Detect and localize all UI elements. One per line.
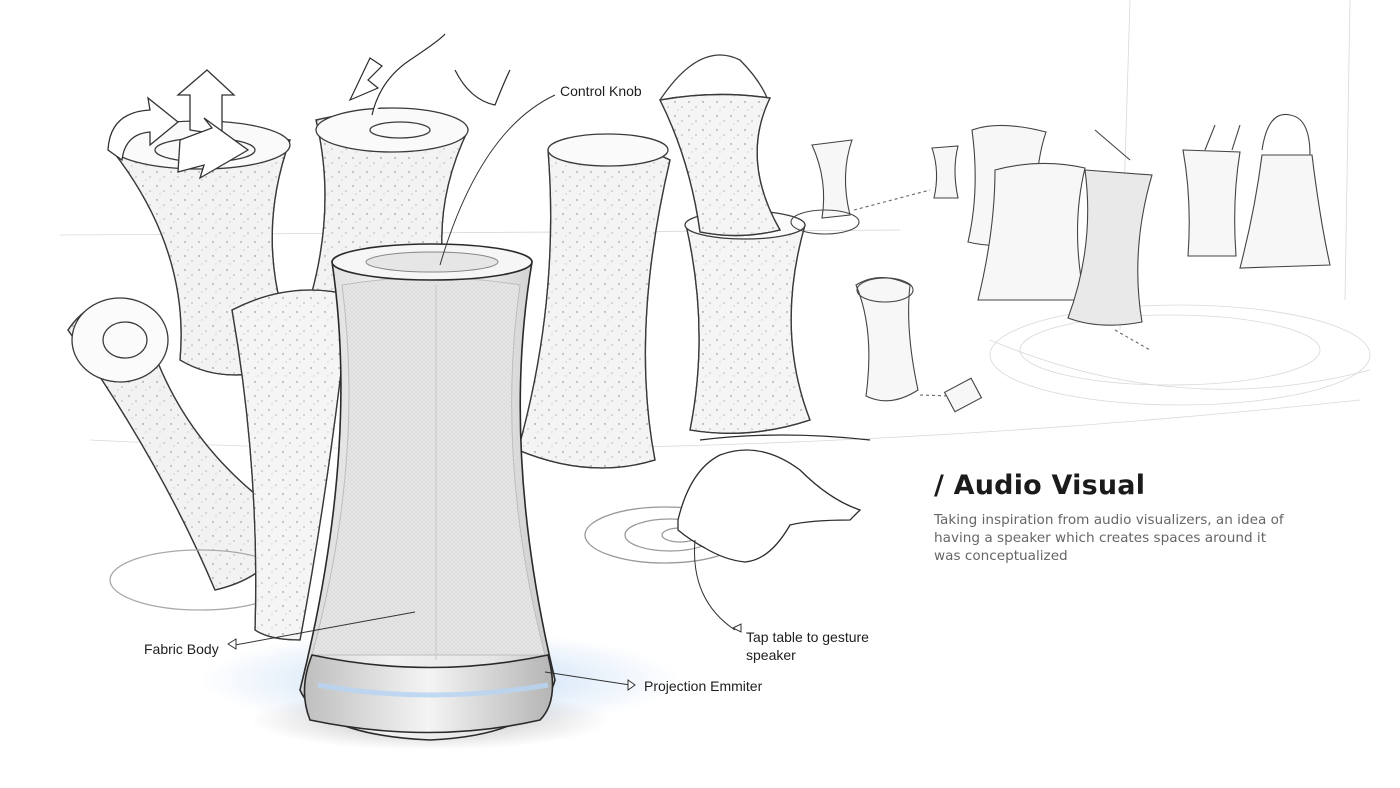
section-description: Taking inspiration from audio visualizer…: [934, 512, 1284, 564]
callout-tap-table-line2: speaker: [746, 647, 796, 663]
distant-speakers: [790, 113, 1331, 413]
hand-tap-sketch: [584, 434, 871, 564]
callout-tap-table-line1: Tap table to gesture: [746, 629, 869, 645]
speaker-mid-left: [231, 289, 351, 641]
speaker-handle-back: [659, 54, 781, 237]
section-title: / Audio Visual: [934, 470, 1146, 501]
callout-control-knob: Control Knob: [560, 83, 642, 99]
rotate-arrow-icon: [107, 69, 250, 180]
hand-sketch-top: [348, 33, 511, 116]
speaker-center-back: [517, 133, 671, 469]
callout-projection-emitter: Projection Emmiter: [644, 678, 763, 694]
speaker-right-back: [684, 210, 811, 434]
callout-leaders: [227, 94, 742, 691]
hero-speaker: [299, 243, 556, 741]
callout-fabric-body: Fabric Body: [144, 641, 219, 657]
